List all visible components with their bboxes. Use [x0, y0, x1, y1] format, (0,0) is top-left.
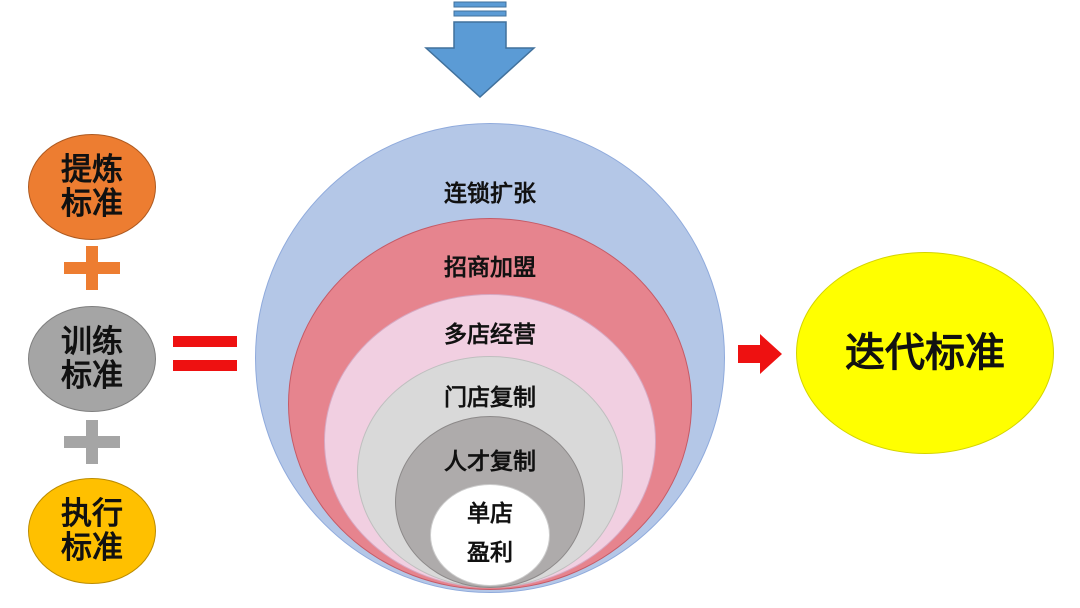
core-label-line2: 盈利	[467, 540, 513, 566]
left-oval-line1: 提炼	[61, 151, 123, 188]
plus-icon	[64, 246, 120, 290]
left-oval-refine-standard: 提炼 标准	[28, 134, 156, 240]
ring-label-chain-expansion: 连锁扩张	[444, 181, 536, 207]
left-oval-execute-standard: 执行 标准	[28, 478, 156, 584]
core-single-store-profit	[430, 484, 550, 586]
left-oval-line2: 标准	[61, 186, 123, 222]
right-arrow-icon	[738, 334, 782, 374]
ring-label-franchise: 招商加盟	[444, 255, 536, 281]
ring-label-store-replication: 门店复制	[444, 385, 536, 411]
left-oval-train-standard: 训练 标准	[28, 306, 156, 412]
result-oval-iterate-standard: 迭代标准	[796, 252, 1054, 454]
down-arrow-icon	[424, 1, 536, 99]
plus-icon	[64, 420, 120, 464]
core-label-line1: 单店	[467, 501, 513, 527]
left-oval-line1: 执行	[61, 495, 123, 532]
ring-label-talent-replication: 人才复制	[444, 449, 536, 475]
left-oval-line2: 标准	[61, 530, 123, 566]
ring-label-multi-store: 多店经营	[444, 322, 536, 348]
left-oval-line1: 训练	[61, 323, 123, 360]
result-label: 迭代标准	[845, 330, 1005, 376]
left-oval-line2: 标准	[61, 358, 123, 394]
equals-icon	[173, 336, 237, 371]
